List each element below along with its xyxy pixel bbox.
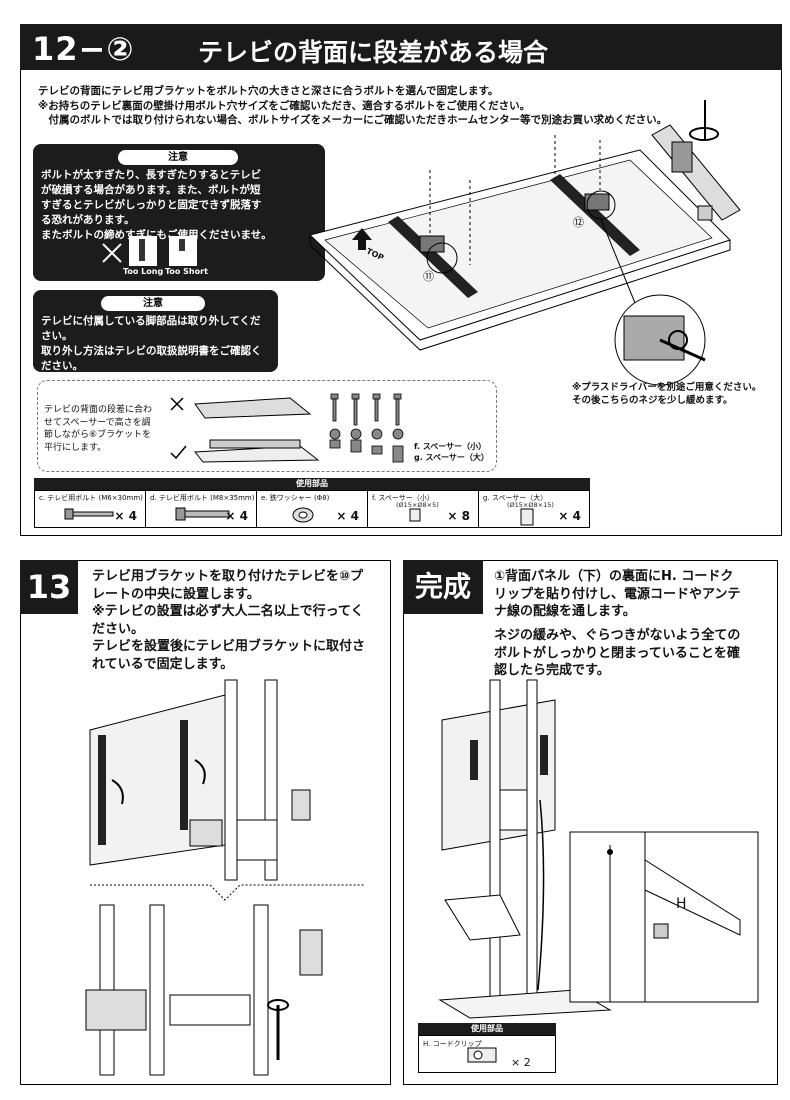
step13-badge: 13: [20, 560, 78, 614]
part-label: e. 鉄ワッシャー (Φ8): [261, 494, 330, 502]
step13-line: ださい。: [92, 621, 145, 637]
part-cell: d. テレビ用ボルト (M8×35mm) × 4: [146, 491, 257, 527]
part-size: (Ø15×Ø8×15): [507, 501, 554, 509]
caution-line: 取り外し方法はテレビの取扱説明書をご確認く: [41, 345, 262, 357]
step13-line: ※テレビの設置は必ず大人二名以上で行ってく: [92, 604, 364, 619]
spacer-line: 節しながら⑥ブラケットを: [44, 430, 152, 440]
caution-line: テレビに付属している脚部品は取り外してくだ: [41, 315, 261, 327]
too-long-label: Too Long: [123, 267, 164, 276]
step13-text: テレビ用ブラケットを取り付けたテレビを⑩プ レートの中央に設置します。 ※テレビ…: [92, 568, 365, 673]
part-qty: × 2: [511, 1056, 531, 1069]
complete-parts-box: H. コードクリップ × 2: [418, 1035, 556, 1073]
complete-parts-heading: 使用部品: [418, 1023, 556, 1035]
bolt-icon: [64, 508, 114, 520]
caution-line: またボルトの締めすぎにもご使用くださいませ。: [41, 229, 272, 241]
spacer-line: 平行にします。: [44, 442, 107, 453]
step13-line: テレビ用ブラケットを取り付けたテレビを⑩プ: [92, 569, 364, 584]
complete-frame: [403, 560, 778, 1085]
bolt-icon: [175, 507, 230, 521]
caution-line: る恐れがあります。: [41, 214, 135, 226]
part-cell: c. テレビ用ボルト (M6×30mm) × 4: [35, 491, 146, 527]
intro-line: ※お持ちのテレビ裏面の壁掛け用ボルト穴サイズをご確認いただき、適合するボルトをご…: [38, 99, 531, 112]
parts-heading: 使用部品: [34, 478, 590, 490]
part-qty: × 4: [225, 509, 248, 523]
cord-clip-icon: [467, 1047, 497, 1063]
part-label: g. スペーサー（大）: [483, 494, 548, 502]
part-label: c. テレビ用ボルト (M6×30mm): [39, 494, 143, 502]
step-header: 12−② テレビの背面に段差がある場合: [20, 24, 782, 70]
complete-text-1: ①背面パネル（下）の裏面にH. コードク リップを貼り付けし、電源コードやアンテ…: [494, 568, 740, 621]
intro-line: 付属のボルトでは取り付けられない場合、ボルトサイズをメーカーにご確認いただきホー…: [38, 114, 668, 126]
bracket-12-label: ⑫: [573, 216, 584, 229]
step13-line: れているで固定します。: [92, 656, 234, 672]
step13-frame: [20, 560, 391, 1085]
complete-text-2: ネジの緩みや、ぐらつきがないよう全ての ボルトがしっかりと閉まっていることを確 …: [494, 627, 740, 680]
spacer-small-label: f. スペーサー（小）: [414, 442, 487, 451]
part-cell: e. 鉄ワッシャー (Φ8) × 4: [257, 491, 368, 527]
spacer-large-label: g. スペーサー（大）: [414, 453, 489, 462]
intro-text: テレビの背面にテレビ用ブラケットをボルト穴の大きさと深さに合うボルトを選んで固定…: [38, 84, 667, 128]
part-cell: g. スペーサー（大） (Ø15×Ø8×15) × 4: [479, 491, 589, 527]
caution-box-bolts: 注意 ボルトが太すぎたり、長すぎたりするとテレビ が破損する場合があります。また…: [33, 144, 325, 281]
part-qty: × 4: [114, 509, 137, 523]
spacer-small-icon: [409, 508, 421, 522]
spacer-large-icon: [520, 508, 534, 526]
complete-badge: 完成: [403, 560, 483, 614]
part-label: d. テレビ用ボルト (M8×35mm): [150, 494, 255, 502]
part-size: (Ø15×Ø8×5): [396, 501, 439, 509]
part-qty: × 4: [336, 509, 359, 523]
complete-line: ①背面パネル（下）の裏面にH. コードク: [494, 569, 734, 584]
washer-icon: [292, 507, 314, 523]
driver-note: ※プラスドライバーを別途ご用意ください。 その後こちらのネジを少し緩めます。: [572, 381, 761, 407]
spacer-line: せてスペーサーで高さを調: [44, 417, 151, 428]
driver-note-line: ※プラスドライバーを別途ご用意ください。: [572, 382, 762, 393]
complete-line: 認したら完成です。: [494, 663, 610, 678]
complete-line: リップを貼り付けし、電源コードやアンテ: [494, 586, 741, 602]
part-label: f. スペーサー（小）: [372, 494, 434, 502]
intro-line: テレビの背面にテレビ用ブラケットをボルト穴の大きさと深さに合うボルトを選んで固定…: [38, 85, 499, 97]
part-cell: f. スペーサー（小） (Ø15×Ø8×5) × 8: [368, 491, 479, 527]
spacer-guide-text: テレビの背面の段差に合わ せてスペーサーで高さを調 節しながら⑥ブラケットを 平…: [44, 404, 152, 454]
caution-tag: 注意: [118, 150, 238, 165]
step-number: 12−②: [32, 30, 135, 68]
driver-note-line: その後こちらのネジを少し緩めます。: [572, 395, 733, 406]
caution-line: すぎるとテレビがしっかりと固定できず脱落す: [41, 199, 262, 211]
caution-tag: 注意: [101, 296, 205, 311]
bolt-size-icons: [102, 236, 197, 266]
too-short-label: Too Short: [165, 267, 208, 276]
part-label: H. コードクリップ: [423, 1040, 482, 1048]
complete-line: ナ線の配線を通します。: [494, 604, 636, 619]
step12-frame: [20, 70, 782, 536]
step-title: テレビの背面に段差がある場合: [198, 38, 549, 67]
part-qty: × 8: [447, 509, 470, 523]
cord-clip-callout: H: [676, 896, 687, 912]
part-qty: × 4: [558, 509, 581, 523]
complete-line: ネジの緩みや、ぐらつきがないよう全ての: [494, 628, 741, 643]
parts-table: c. テレビ用ボルト (M6×30mm) × 4 d. テレビ用ボルト (M8×…: [34, 490, 590, 528]
caution-line: ださい。: [41, 360, 83, 372]
complete-line: ボルトがしっかりと閉まっていることを確: [494, 645, 740, 661]
spacer-guide-box: [37, 380, 497, 472]
caution-line: さい。: [41, 330, 73, 342]
caution-line: ボルトが太すぎたり、長すぎたりするとテレビ: [41, 169, 262, 181]
step13-line: テレビを設置後にテレビ用ブラケットに取付さ: [92, 639, 366, 654]
caution-box-legs: 注意 テレビに付属している脚部品は取り外してくだ さい。 取り外し方法はテレビの…: [33, 290, 278, 372]
spacer-line: テレビの背面の段差に合わ: [44, 405, 153, 415]
caution-line: が破損する場合があります。また、ボルトが短: [41, 184, 261, 196]
bracket-11-label: ⑪: [423, 270, 434, 283]
step13-line: レートの中央に設置します。: [92, 586, 260, 602]
